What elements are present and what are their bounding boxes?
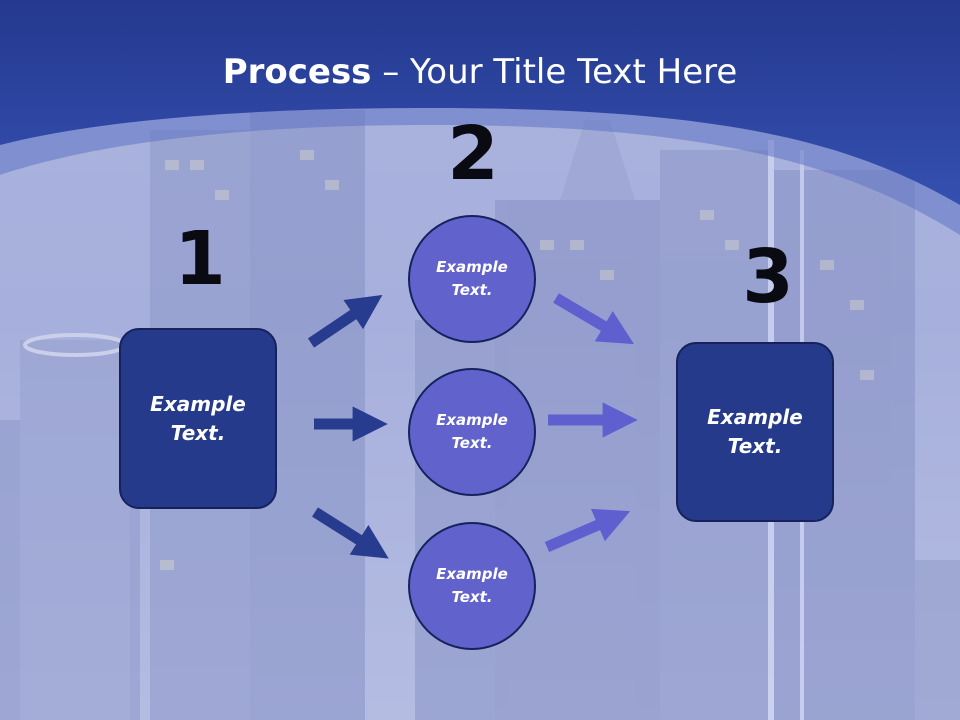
slide-title: Process – Your Title Text Here <box>0 52 960 92</box>
circle-3-text-line-1: Example <box>436 565 508 583</box>
circle-2-text-line-1: Example <box>436 411 508 429</box>
circle-3-text-line-2: Text. <box>451 588 493 606</box>
step-number-2: 2 <box>447 111 499 197</box>
title-bold: Process <box>222 52 372 92</box>
step-3-box: Example Text. <box>676 342 834 522</box>
title-rest: – Your Title Text Here <box>371 52 738 92</box>
arrow-2a-to-3 <box>553 293 635 345</box>
step-1-text-line-1: Example <box>150 391 246 416</box>
arrow-2c-to-3 <box>544 508 631 553</box>
step-1-text-line-2: Text. <box>170 420 226 445</box>
step-2-circle-2: Example Text. <box>408 368 536 496</box>
arrow-1-to-2a <box>307 294 383 348</box>
step-3-text-line-2: Text. <box>727 434 783 458</box>
circle-1-text-line-1: Example <box>436 258 508 276</box>
step-1-text: Example Text. <box>150 390 246 448</box>
arrow-1-to-2c <box>312 507 389 559</box>
step-3-text-line-1: Example <box>707 405 803 429</box>
circle-1-text-line-2: Text. <box>451 281 493 299</box>
step-2-circle-1: Example Text. <box>408 215 536 343</box>
step-1-box: Example Text. <box>119 328 277 509</box>
step-number-1: 1 <box>174 216 226 302</box>
header-band <box>0 0 960 235</box>
circle-2-text-line-2: Text. <box>451 434 493 452</box>
step-2-circle-3: Example Text. <box>408 522 536 650</box>
step-3-text: Example Text. <box>707 403 803 461</box>
step-number-3: 3 <box>742 234 794 320</box>
